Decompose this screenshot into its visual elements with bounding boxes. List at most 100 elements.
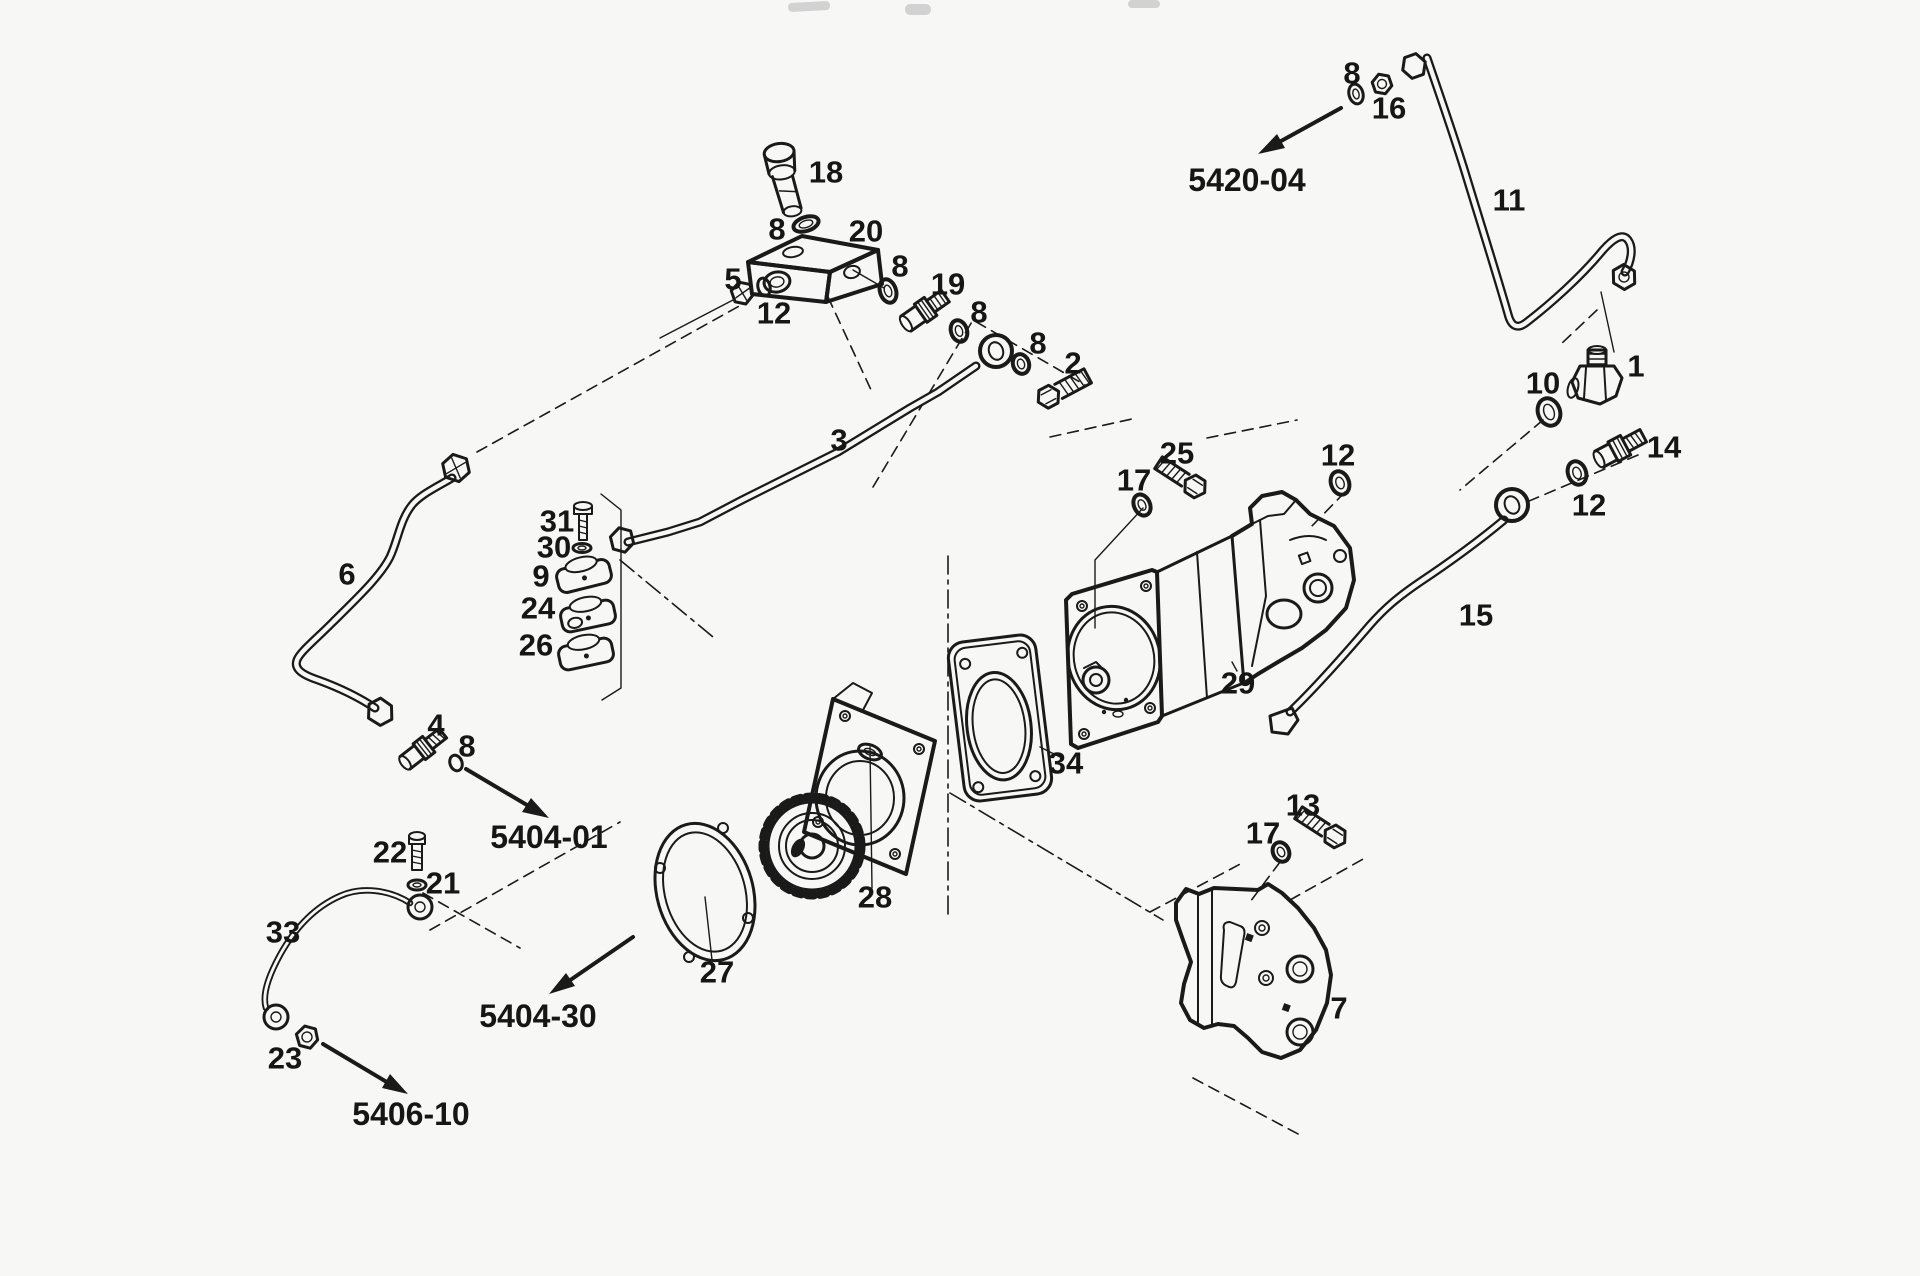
pipe-3-end-nut	[608, 526, 636, 554]
arrow-5404-01	[464, 767, 549, 818]
part-number-label: 8	[458, 729, 475, 764]
bolt-31	[573, 501, 593, 541]
nut-23	[294, 1024, 320, 1050]
part-number-label: 30	[537, 530, 571, 565]
clamp-group	[555, 501, 617, 672]
clamp-24	[559, 595, 617, 634]
part-number-label: 24	[521, 591, 556, 626]
part-number-label: 1	[1627, 349, 1644, 384]
part-number-label: 34	[1049, 746, 1084, 781]
part-number-label: 17	[1117, 463, 1151, 498]
o-ring-8-left-of-2	[1010, 352, 1032, 376]
part-number-label: 15	[1459, 598, 1493, 633]
washer-30	[571, 542, 593, 554]
part-number-label: 10	[1526, 366, 1560, 401]
reference-code-label: 5406-10	[352, 1096, 469, 1132]
part-number-label: 8	[768, 212, 785, 247]
nut-16	[1370, 72, 1394, 96]
part-number-label: 8	[970, 295, 987, 330]
pipe-3-banjo	[978, 333, 1014, 369]
part-number-label: 4	[427, 708, 445, 743]
part-number-label: 29	[1221, 666, 1255, 701]
o-ring-8-under-18	[791, 214, 821, 234]
hose-33-banjo-bottom	[262, 1003, 290, 1031]
pipe-6-end-nut	[367, 696, 394, 727]
bolt-2	[1036, 367, 1093, 410]
o-ring-12-at-block	[756, 276, 772, 298]
o-ring-12-near-pump	[1328, 469, 1352, 497]
clamp-9	[555, 555, 613, 594]
part-number-label: 20	[849, 214, 883, 249]
o-ring-8-top-right	[1347, 82, 1365, 106]
elbow-fitting-1	[1566, 345, 1624, 406]
o-ring-17-lower	[1270, 840, 1292, 864]
clamp-26	[557, 633, 615, 672]
part-number-label: 8	[1343, 56, 1360, 91]
part-number-label: 11	[1493, 183, 1526, 218]
gasket-27	[653, 821, 757, 963]
part-number-label: 23	[268, 1041, 302, 1076]
o-ring-17-upper	[1131, 492, 1153, 518]
o-ring-10	[1535, 396, 1563, 428]
bolt-13	[1293, 805, 1347, 850]
part-number-label: 18	[809, 155, 843, 190]
part-number-label: 13	[1286, 788, 1320, 823]
pipe-6-top-nut	[441, 452, 471, 484]
part-number-label: 16	[1372, 91, 1406, 126]
o-ring-8-near-4	[448, 753, 464, 773]
hose-33	[262, 890, 434, 1031]
part-number-label: 8	[1029, 326, 1046, 361]
part-number-label: 6	[338, 557, 355, 592]
fitting-4	[398, 726, 449, 771]
part-number-label: 27	[700, 955, 734, 990]
part-number-label: 9	[532, 559, 549, 594]
reference-arrows	[321, 106, 1343, 1094]
leader-lines	[600, 269, 1615, 961]
reference-code-label: 5420-04	[1188, 162, 1306, 198]
scan-artifacts	[788, 0, 1160, 15]
reference-code-label: 5404-01	[490, 819, 607, 855]
part-number-label: 12	[1572, 488, 1606, 523]
reference-code-label: 5404-30	[479, 998, 596, 1034]
o-ring-12-near-14	[1565, 459, 1589, 487]
hydraulic-pump-29	[1064, 490, 1356, 750]
pipe-15-banjo	[1494, 487, 1530, 523]
bolt-22	[408, 831, 426, 871]
arrow-5420-04	[1258, 106, 1343, 154]
part-number-label: 33	[266, 915, 300, 950]
arrow-5406-10	[321, 1042, 408, 1094]
fitting-14	[1592, 428, 1648, 469]
pipe-11-end-nut	[1611, 262, 1637, 292]
part-number-label: 8	[891, 249, 908, 284]
part-number-label: 5	[724, 262, 741, 297]
part-number-label: 28	[858, 880, 892, 915]
part-number-label: 22	[373, 835, 407, 870]
gear-pump-28	[758, 682, 937, 900]
pipe-15-end-fitting	[1268, 706, 1300, 736]
arrow-5404-30	[549, 935, 635, 994]
part-number-label: 12	[1321, 438, 1355, 473]
part-number-label: 25	[1160, 436, 1194, 471]
part-number-label: 7	[1330, 991, 1347, 1026]
part-number-label: 19	[931, 267, 965, 302]
part-number-label: 12	[757, 296, 791, 331]
pipe-6	[296, 452, 471, 727]
hose-33-banjo-top	[406, 893, 434, 921]
part-number-label: 21	[426, 866, 460, 901]
o-ring-8-right-of-block	[877, 277, 899, 305]
bracket-7	[1174, 882, 1333, 1060]
pipe-11-top-nut	[1401, 52, 1427, 80]
part-number-label: 14	[1647, 430, 1682, 465]
part-number-label: 26	[519, 628, 553, 663]
part-number-label: 31	[540, 504, 574, 539]
nut-5	[729, 280, 755, 306]
valve-18	[762, 141, 803, 218]
pipe-15	[1268, 487, 1530, 736]
part-number-label: 17	[1246, 816, 1280, 851]
o-ring-8-right-of-19	[948, 318, 970, 344]
pipe-3	[608, 333, 1014, 554]
washer-21	[406, 878, 428, 892]
